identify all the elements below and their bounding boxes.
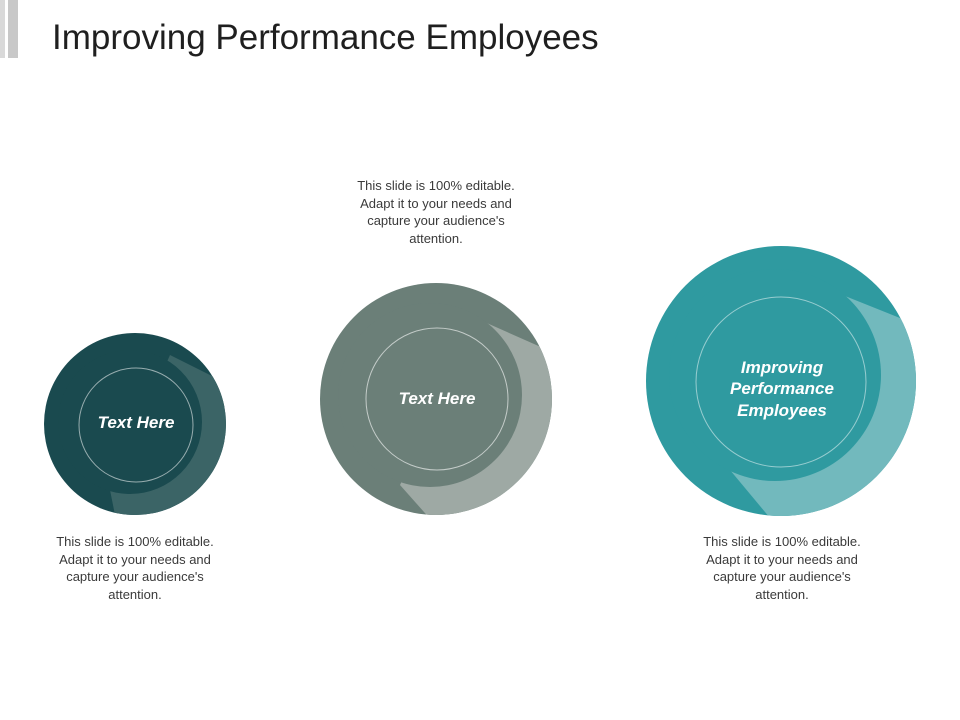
circle-mid-description: This slide is 100% editable. Adapt it to…: [357, 178, 515, 246]
circle-big-description: This slide is 100% editable. Adapt it to…: [703, 534, 861, 602]
circle-small-label: Text Here: [97, 413, 175, 432]
slide-title: Improving Performance Employees: [52, 18, 599, 57]
circle-mid-label: Text Here: [398, 389, 476, 408]
circle-big-face: [669, 269, 881, 481]
circle-big: [646, 246, 916, 516]
circle-big-ring: [695, 296, 867, 468]
circle-small: [44, 333, 226, 515]
title-accent-bar: [0, 0, 18, 58]
circle-mid-ring: [365, 327, 509, 471]
circle-small-description: This slide is 100% editable. Adapt it to…: [56, 534, 214, 602]
circle-big-label: Improving Performance Employees: [730, 358, 834, 420]
circle-mid-face: [338, 303, 522, 487]
circle-small-ring: [78, 367, 194, 483]
